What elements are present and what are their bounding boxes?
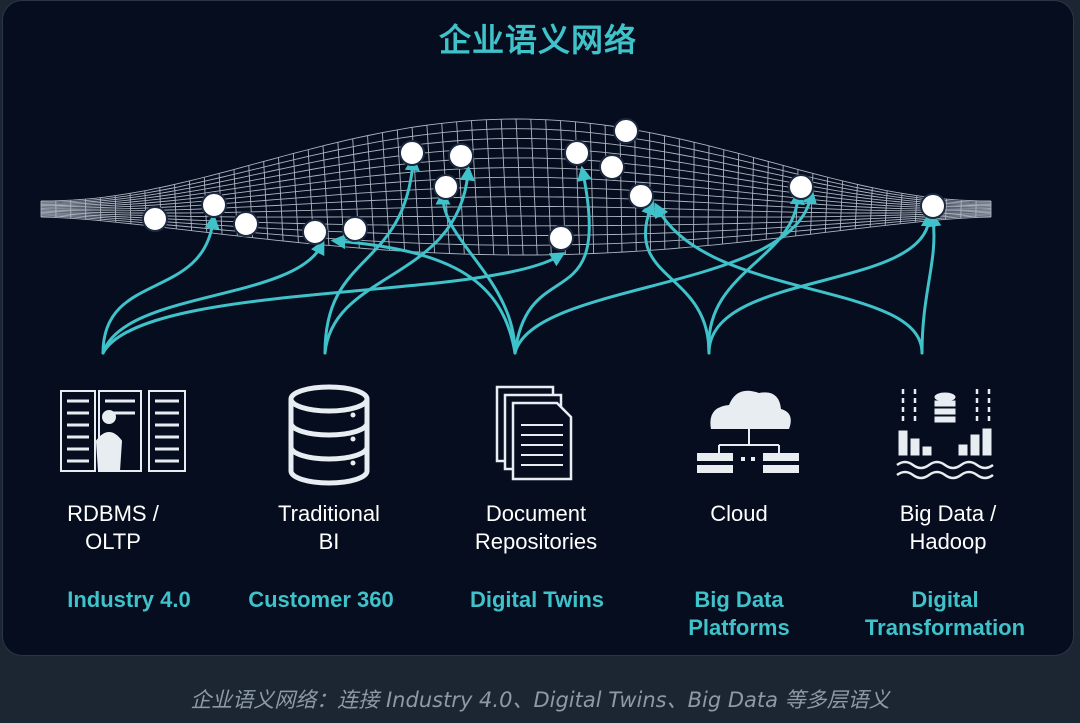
mesh-line — [40, 196, 992, 212]
mesh-line — [604, 125, 609, 253]
mesh-line — [914, 195, 918, 223]
mesh-line — [40, 213, 992, 227]
node — [628, 183, 654, 209]
mesh-line — [765, 161, 769, 240]
node — [788, 174, 814, 200]
arrow — [323, 155, 420, 355]
mesh-line — [751, 157, 754, 242]
mesh-line — [263, 161, 269, 240]
semantic-network-diagram — [40, 118, 994, 486]
mesh-line — [589, 123, 595, 254]
mesh-line — [854, 184, 858, 229]
mesh-line — [619, 127, 623, 253]
mesh-line — [367, 135, 375, 250]
arrow — [707, 211, 936, 355]
arrow — [435, 189, 517, 355]
mesh-line — [322, 145, 330, 246]
mesh-line — [485, 119, 495, 255]
database-icon — [288, 384, 370, 486]
arrow — [330, 234, 517, 355]
node — [433, 174, 459, 200]
mesh-line — [426, 125, 436, 253]
cloud-icon — [697, 390, 799, 473]
mesh-line — [41, 157, 991, 207]
mesh-line — [693, 142, 695, 247]
arrow — [707, 189, 805, 355]
diagram-panel: 企业语义网络 — [2, 0, 1074, 656]
mesh-line — [824, 177, 829, 233]
mesh-line — [41, 128, 991, 203]
node — [302, 219, 328, 245]
semantic-nodes — [142, 118, 946, 251]
mesh-line — [278, 157, 284, 242]
node — [613, 118, 639, 144]
mesh-line — [945, 199, 947, 220]
mesh-line — [707, 145, 710, 246]
server-rack-person-icon — [60, 390, 186, 472]
mesh-line — [899, 193, 903, 224]
arrow — [641, 199, 711, 355]
source-cloud-label: Cloud — [710, 501, 768, 526]
arrow — [323, 165, 475, 355]
arrow — [101, 213, 220, 355]
node — [233, 211, 259, 237]
mesh-line — [40, 214, 992, 237]
mesh-line — [114, 195, 117, 223]
mesh-line — [884, 190, 888, 226]
big-data-icon — [896, 389, 994, 480]
arrow — [513, 188, 817, 355]
mesh-line — [839, 180, 844, 231]
source-big-data-label: Big Data /Hadoop — [899, 501, 997, 554]
figure-caption: 企业语义网络：连接 Industry 4.0、Digital Twins、Big… — [190, 688, 890, 712]
mesh-line — [960, 200, 962, 219]
mesh-line — [40, 118, 992, 202]
arrow — [101, 239, 325, 355]
connection-arrows — [101, 155, 942, 355]
usecase-industry-label: Industry 4.0 — [67, 587, 191, 612]
semantic-mesh — [40, 118, 992, 256]
mesh-line — [381, 132, 390, 251]
mesh-line — [780, 165, 784, 238]
mesh-line — [530, 119, 538, 255]
mesh-line — [396, 129, 406, 252]
node — [142, 206, 168, 232]
arrow — [101, 252, 566, 355]
diagram-title: 企业语义网络 — [438, 21, 637, 59]
node — [548, 225, 574, 251]
arrow — [513, 165, 592, 355]
node — [599, 154, 625, 180]
mesh-line — [869, 187, 873, 228]
mesh-line — [471, 120, 480, 255]
documents-icon — [495, 385, 573, 481]
node — [920, 193, 946, 219]
node — [399, 140, 425, 166]
arrow — [654, 202, 924, 355]
usecase-customer-label: Customer 360 — [248, 587, 394, 612]
source-rdbms-label: RDBMS /OLTP — [67, 501, 159, 554]
node — [342, 216, 368, 242]
node — [201, 192, 227, 218]
mesh-line — [515, 118, 524, 256]
mesh-line — [736, 153, 740, 243]
mesh-line — [500, 119, 509, 255]
mesh-line — [292, 153, 299, 243]
mesh-line — [721, 149, 725, 245]
usecase-digital-twins-label: Digital Twins — [469, 587, 605, 612]
node — [564, 140, 590, 166]
mesh-line — [188, 180, 192, 231]
mesh-line — [129, 193, 132, 224]
node — [448, 143, 474, 169]
arrow — [920, 211, 942, 355]
mesh-line — [174, 184, 177, 229]
mesh-line — [40, 215, 992, 246]
